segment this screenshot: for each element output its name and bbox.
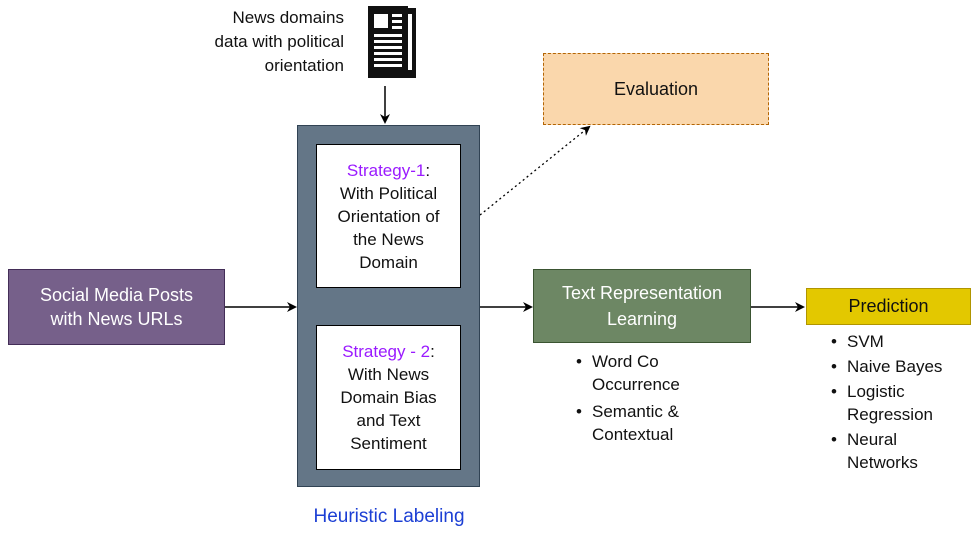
list-item: Word Co Occurrence <box>570 350 680 396</box>
strategy-2-heading: Strategy - 2: <box>342 342 435 361</box>
strategy-1-heading: Strategy-1: <box>346 160 431 180</box>
prediction-box: Prediction <box>806 288 971 325</box>
arrow-heuristic-to-evaluation <box>479 125 591 216</box>
prediction-label: Prediction <box>848 296 929 316</box>
list-item: Semantic & Contextual <box>570 400 680 446</box>
prediction-list: SVM Naive Bayes Logistic Regression Neur… <box>825 330 942 474</box>
text-representation-list: Word Co Occurrence Semantic & Contextual <box>570 350 680 446</box>
evaluation-label: Evaluation <box>613 78 699 99</box>
list-item: Naive Bayes <box>825 355 942 378</box>
social-media-posts-box: Social Media Posts with News URLs <box>8 269 225 345</box>
list-item: Neural Networks <box>825 428 942 474</box>
strategy-2-box: Strategy - 2: With News Domain Bias and … <box>316 325 461 470</box>
news-source-caption: News domains data with political orienta… <box>214 8 344 75</box>
heuristic-labeling-caption: Heuristic Labeling <box>313 506 465 527</box>
evaluation-box: Evaluation <box>543 53 769 125</box>
newspaper-icon <box>346 0 428 86</box>
strategy-1-box: Strategy-1: With Political Orientation o… <box>316 144 461 288</box>
list-item: Logistic Regression <box>825 380 942 426</box>
text-representation-box: Text Representation Learning <box>533 269 751 343</box>
list-item: SVM <box>825 330 942 353</box>
